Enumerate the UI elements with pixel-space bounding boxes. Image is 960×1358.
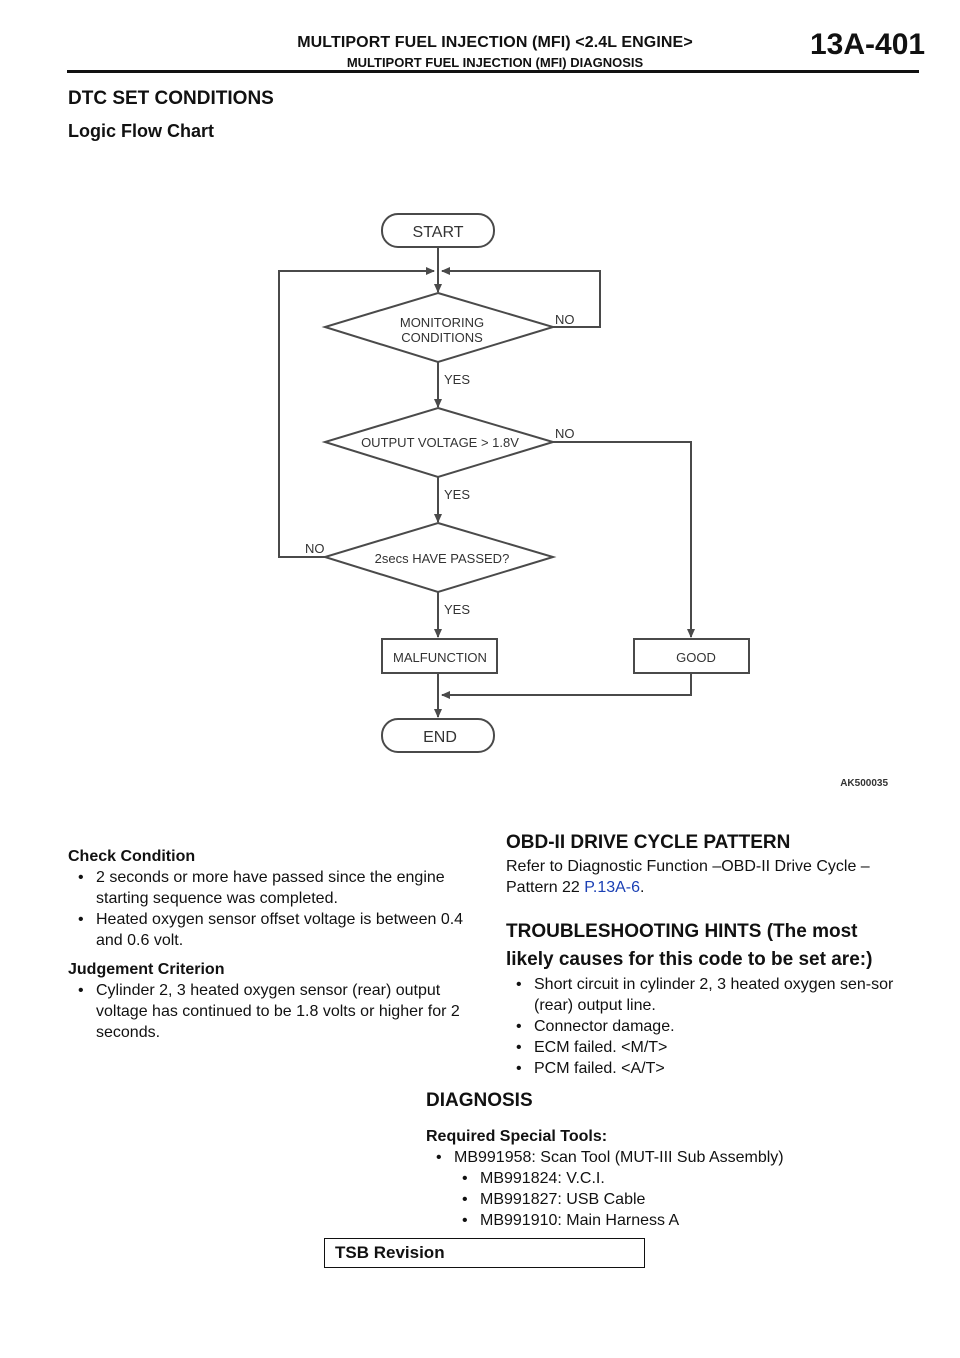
monitoring-label-2: CONDITIONS [401,330,483,345]
monitoring-no-label: NO [555,312,575,327]
required-tools-label: Required Special Tools: [426,1128,608,1145]
malfunction-box [381,638,498,674]
list-item: ECM failed. <M/T> [506,1037,916,1058]
list-item: MB991824: V.C.I. [426,1168,876,1189]
obd-heading: OBD-II DRIVE CYCLE PATTERN [506,832,791,853]
list-item: MB991958: Scan Tool (MUT-III Sub Assembl… [426,1147,876,1168]
conditions-column: Check Condition 2 seconds or more have p… [68,846,480,1043]
good-label: GOOD [676,650,716,665]
tools-sub-list: MB991824: V.C.I. MB991827: USB Cable MB9… [426,1168,876,1231]
troubleshooting-heading-1: TROUBLESHOOTING HINTS (The most [506,921,858,942]
line-output-no-good [553,441,695,638]
two-secs-decision [321,521,557,594]
end-terminal [381,718,495,753]
monitoring-yes-label: YES [444,372,470,387]
tools-list: MB991958: Scan Tool (MUT-III Sub Assembl… [426,1147,876,1168]
obd-pattern-link[interactable]: P.13A-6 [584,879,641,896]
header-rule [67,70,919,73]
line-twosecs-no-loop [278,267,435,558]
output-voltage-decision [321,406,557,479]
list-item: Connector damage. [506,1016,916,1037]
diagnosis-section: DIAGNOSIS Required Special Tools: MB9919… [426,1088,876,1231]
output-no-label: NO [555,426,575,441]
two-secs-label: 2secs HAVE PASSED? [375,551,510,566]
troubleshooting-heading-2: likely causes for this code to be set ar… [506,949,873,970]
tsb-revision-box: TSB Revision [324,1238,645,1268]
start-terminal [381,213,495,248]
line-monitoring-no-loop [441,267,601,328]
end-label: END [423,729,457,746]
list-item: Short circuit in cylinder 2, 3 heated ox… [506,974,916,1016]
start-label: START [413,224,464,241]
header-subtitle: MULTIPORT FUEL INJECTION (MFI) DIAGNOSIS [346,55,644,70]
monitoring-label-1: MONITORING [400,315,484,330]
malfunction-label: MALFUNCTION [393,650,487,665]
header-title: MULTIPORT FUEL INJECTION (MFI) <2.4L ENG… [297,34,693,51]
page-number: 13A-401 [810,28,926,61]
output-yes-label: YES [444,487,470,502]
list-item: MB991827: USB Cable [426,1189,876,1210]
obd-text: Refer to Diagnostic Function –OBD-II Dri… [506,858,870,896]
dtc-set-conditions-heading: DTC SET CONDITIONS [68,88,274,109]
list-item: MB991910: Main Harness A [426,1210,876,1231]
list-item: Heated oxygen sensor offset voltage is b… [68,909,480,951]
judgement-criterion-label: Judgement Criterion [68,961,225,978]
good-box [633,638,750,674]
logic-flow-chart: START MONITORING CONDITIONS NO YES OUTPU… [278,213,888,789]
figure-id: AK500035 [840,778,888,789]
judgement-criterion-list: Cylinder 2, 3 heated oxygen sensor (rear… [68,980,480,1043]
monitoring-decision [321,291,557,364]
line-good-merge [441,673,692,699]
obd-troubleshooting-column: OBD-II DRIVE CYCLE PATTERN Refer to Diag… [506,830,916,1079]
check-condition-list: 2 seconds or more have passed since the … [68,867,480,951]
diagnosis-heading: DIAGNOSIS [426,1090,533,1111]
list-item: Cylinder 2, 3 heated oxygen sensor (rear… [68,980,480,1043]
troubleshooting-list: Short circuit in cylinder 2, 3 heated ox… [506,974,916,1079]
output-voltage-label: OUTPUT VOLTAGE > 1.8V [361,435,519,450]
check-condition-label: Check Condition [68,848,196,865]
list-item: PCM failed. <A/T> [506,1058,916,1079]
two-secs-yes-label: YES [444,602,470,617]
two-secs-no-label: NO [305,541,325,556]
list-item: 2 seconds or more have passed since the … [68,867,480,909]
logic-flow-chart-heading: Logic Flow Chart [68,121,214,141]
